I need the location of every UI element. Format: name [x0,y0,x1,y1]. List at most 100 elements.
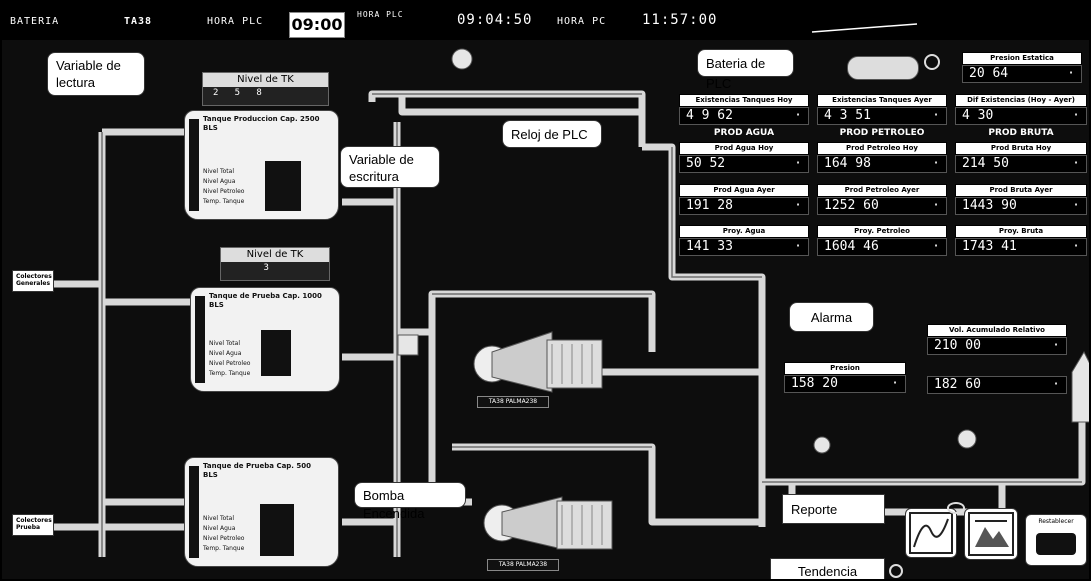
hora-plc-label: HORA PLC [357,10,404,19]
hora-pc-label: HORA PC [557,16,607,27]
pump2-graphic [483,496,613,550]
trend-chart-button[interactable] [905,508,957,558]
tank2-row-nivel-petroleo: Nivel Petroleo [209,360,251,367]
restablecer-button[interactable]: Restablecer [1025,514,1087,566]
agua-ayer-value: 191 28 [679,197,809,215]
pump1-label: TA38 PALMA238 [477,396,549,408]
tank2-rows: Nivel Total Nivel Agua Nivel Petroleo Te… [209,339,250,379]
agua-hoy-label: Prod Agua Hoy [679,142,809,155]
bruta-ayer-label: Prod Bruta Ayer [955,184,1087,197]
petroleo-ayer-value: 1252 60 [817,197,947,215]
presion-value: 158 20 [784,375,906,393]
tank3-row-nivel-petroleo: Nivel Petroleo [203,535,245,542]
tank3-row-temp: Temp. Tanque [203,545,245,552]
restablecer-key-icon [1036,533,1076,555]
hora-label: HORA PLC [207,16,264,27]
exist-ayer-value: 4 3 51 [817,107,947,125]
tank3: Tanque de Prueba Cap. 500 BLS Nivel Tota… [184,457,339,567]
tank1-row-nivel-petroleo: Nivel Petroleo [203,188,245,195]
tank1-rows: Nivel Total Nivel Agua Nivel Petroleo Te… [203,167,244,207]
indicator-lamp-icon [924,54,940,70]
vol-acum-value-2: 182 60 [927,376,1067,394]
presion-estatica-cell: Presion Estatica 20 64 [962,52,1082,83]
tank1-title: Tanque Produccion Cap. 2500 BLS [203,115,320,132]
presion-label: Presion [784,362,906,375]
proy-petroleo-label: Proy. Petroleo [817,225,947,238]
tank3-row-nivel-agua: Nivel Agua [203,525,236,532]
bruta-hoy-label: Prod Bruta Hoy [955,142,1087,155]
proy-petroleo-cell: Proy. Petroleo 1604 46 [817,225,947,256]
bateria-label: BATERIA [10,16,60,27]
petroleo-hoy-value: 164 98 [817,155,947,173]
tank3-row-nivel-total: Nivel Total [203,515,234,522]
callout-bateria-plc: Bateria de PLC [697,49,794,91]
report-indicator-icon [947,502,965,514]
bruta-hoy-value: 214 50 [955,155,1087,173]
vol-acum-value: 210 00 [927,337,1067,355]
tank1-level-value: 2 5 8 [213,88,262,98]
petroleo-hoy-cell: Prod Petroleo Hoy 164 98 [817,142,947,173]
callout-variable-escritura: Variable de escritura [340,146,440,188]
time-setpoint-input[interactable]: 09:00 [289,12,345,38]
tendencia-button[interactable]: Tendencia [770,558,885,579]
tank2-indicator-strip [195,296,205,383]
reporte-button[interactable]: Reporte [782,494,885,524]
agua-hoy-value: 50 52 [679,155,809,173]
tank1-row-nivel-agua: Nivel Agua [203,178,236,185]
callout-variable-lectura: Variable de lectura [47,52,145,96]
tank2-level-label: Nivel de TK [221,248,329,262]
pump2: TA38 PALMA238 [482,487,632,577]
tank2-row-temp: Temp. Tanque [209,370,251,377]
vol-acum-cell-2: 182 60 [927,376,1067,394]
presion-estatica-label: Presion Estatica [962,52,1082,65]
dif-exist-value: 4 30 [955,107,1087,125]
alarma-button[interactable]: Alarma [789,302,874,332]
petroleo-ayer-cell: Prod Petroleo Ayer 1252 60 [817,184,947,215]
station-label: TA38 [124,16,153,27]
bruta-hoy-cell: Prod Bruta Hoy 214 50 [955,142,1087,173]
vol-acum-cell: Vol. Acumulado Relativo 210 00 [927,324,1067,355]
proy-petroleo-value: 1604 46 [817,238,947,256]
section-prod-petroleo: PROD PETROLEO [839,128,925,138]
proy-agua-label: Proy. Agua [679,225,809,238]
pump1: TA38 PALMA238 [472,322,622,412]
petroleo-hoy-label: Prod Petroleo Hoy [817,142,947,155]
top-status-bar: BATERIA TA38 HORA PLC 09:00 HORA PLC 09:… [2,2,1089,40]
presion-estatica-value: 20 64 [962,65,1082,83]
agua-ayer-label: Prod Agua Ayer [679,184,809,197]
agua-ayer-cell: Prod Agua Ayer 191 28 [679,184,809,215]
vol-acum-label: Vol. Acumulado Relativo [927,324,1067,337]
report-image-icon [968,512,1014,556]
exist-hoy-value: 4 9 62 [679,107,809,125]
callout-reloj-plc: Reloj de PLC [502,120,602,148]
tank1-level-bar [265,161,301,211]
trend-curve-icon [909,512,953,554]
tank2-title: Tanque de Prueba Cap. 1000 BLS [209,292,322,309]
presion-cell: Presion 158 20 [784,362,906,393]
pump1-graphic [473,331,603,393]
proy-bruta-label: Proy. Bruta [955,225,1087,238]
colector-general-label: Colectores Generales [12,270,54,292]
agua-hoy-cell: Prod Agua Hoy 50 52 [679,142,809,173]
battery-status-icon [847,56,919,80]
tank2-level-display: Nivel de TK 3 [220,247,330,281]
tank2-row-nivel-total: Nivel Total [209,340,240,347]
bruta-ayer-value: 1443 90 [955,197,1087,215]
tank1-level-display: Nivel de TK 2 5 8 [202,72,329,106]
colector-prueba-label: Colectores Prueba [12,514,54,536]
bruta-ayer-cell: Prod Bruta Ayer 1443 90 [955,184,1087,215]
tank1: Tanque Produccion Cap. 2500 BLS Nivel To… [184,110,339,220]
section-prod-bruta: PROD BRUTA [988,128,1054,138]
tank2-level-value: 3 [231,263,269,273]
exist-hoy-label: Existencias Tanques Hoy [679,94,809,107]
report-image-button[interactable] [964,508,1018,560]
proy-bruta-cell: Proy. Bruta 1743 41 [955,225,1087,256]
tank2-row-nivel-agua: Nivel Agua [209,350,242,357]
tank3-rows: Nivel Total Nivel Agua Nivel Petroleo Te… [203,514,244,554]
tank1-indicator-strip [189,119,199,211]
tank2-level-bar [261,330,291,376]
section-prod-agua: PROD AGUA [713,128,775,138]
restablecer-label: Restablecer [1038,518,1074,525]
pc-clock-readout: 11:57:00 [642,12,718,28]
